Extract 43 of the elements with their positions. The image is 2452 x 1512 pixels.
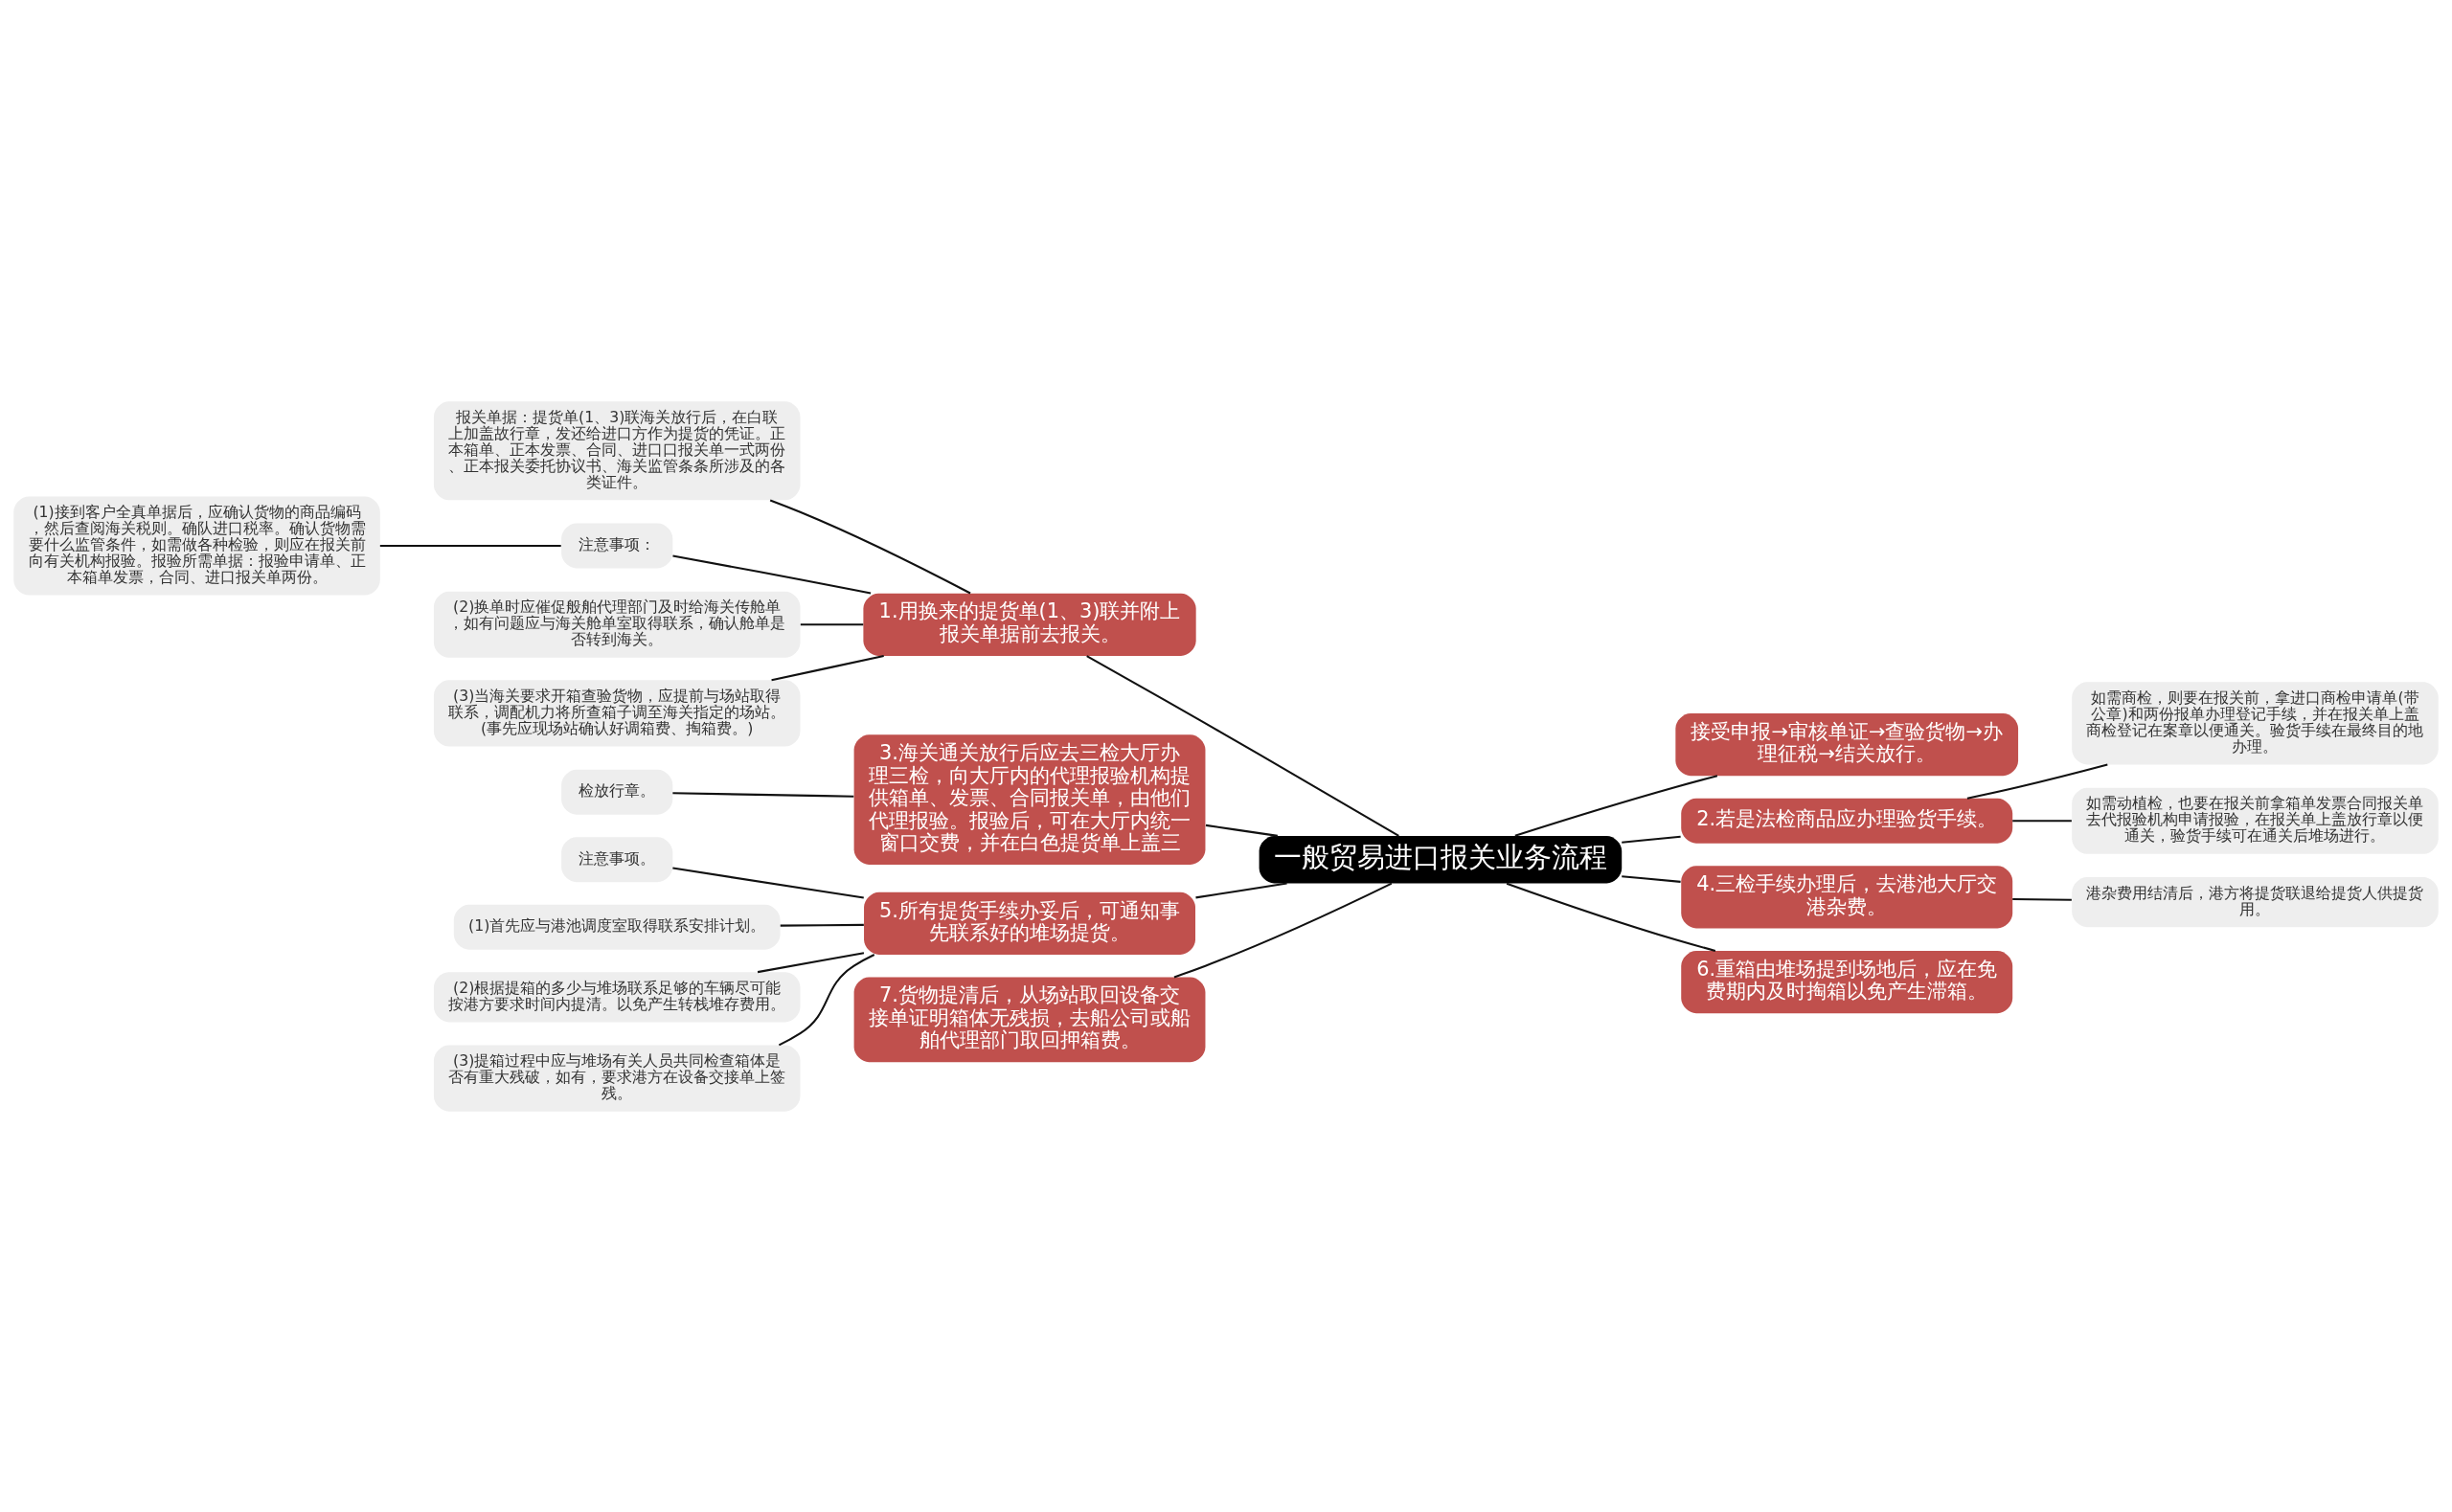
node-box: 5.所有提货手续办妥后，可通知事先联系好的堆场提货。	[864, 891, 1195, 955]
node-box: 检放行章。	[561, 769, 673, 815]
connector	[757, 951, 865, 973]
node-box: 4.三检手续办理后，去港池大厅交港杂费。	[1681, 865, 2013, 928]
connector	[1195, 882, 1287, 898]
connector	[672, 553, 872, 595]
connector	[1173, 882, 1393, 978]
node-box: (2)根据提箱的多少与堆场联系足够的车辆尽可能按港方要求时间内提清。以免产生转栈堆存费用。	[433, 971, 801, 1022]
node-box: 7.货物提清后，从场站取回设备交接单证明箱体无残损，去船公司或船舶代理部门取回押箱费。	[853, 976, 1206, 1062]
connector	[771, 654, 884, 681]
connector	[1086, 654, 1399, 837]
node-box: 1.用换来的提货单(1、3)联并附上报关单据前去报关。	[863, 593, 1196, 656]
connector	[1506, 882, 1716, 952]
node-box: 接受申报→审核单证→查验货物→办理征税→结关放行。	[1675, 712, 2019, 776]
node-box: 3.海关通关放行后应去三检大厅办理三检，向大厅内的代理报验机构提供箱单、发票、合同报关单，由他们代理报验。报验后，可在大厅内统一窗口交费，并在白色提货单上盖三	[853, 733, 1206, 865]
connector	[1205, 824, 1278, 837]
node-box: 如需动植检，也要在报关前拿箱单发票合同报关单去代报验机构申请报验，在报关单上盖放行章以便通关，验货手续可在通关后堆场进行。	[2072, 787, 2439, 854]
node-box: (2)换单时应催促般舶代理部门及时给海关传舱单，如有问题应与海关舱单室取得联系，确认舱单是否转到海关。	[433, 591, 801, 658]
node-box: (1)首先应与港池调度室取得联系安排计划。	[453, 904, 781, 950]
connector	[379, 544, 561, 547]
connector	[2012, 819, 2072, 822]
connector	[1514, 774, 1718, 837]
connector	[800, 622, 864, 625]
connector	[1966, 763, 2108, 800]
connector	[672, 867, 864, 899]
node-box: (3)当海关要求开箱查验货物，应提前与场站取得联系，调配机力将所查箱子调至海关指定的场站。(事先应现场站确认好调箱费、掏箱费。)	[433, 679, 801, 747]
node-box: 一般贸易进口报关业务流程	[1259, 835, 1623, 883]
node-box: 港杂费用结清后，港方将提货联退给提货人供提货用。	[2072, 876, 2439, 927]
node-box: 报关单据：提货单(1、3)联海关放行后，在白联上加盖故行章，发还给进口方作为提货的凭证。正本箱单、正本发票、合同、进口口报关单一式两份、正本报关委托协议书、海关监管条条所涉及的各类证件。	[433, 400, 801, 500]
node-box: 6.重箱由堆场提到场地后，应在免费期内及时掏箱以免产生滞箱。	[1681, 950, 2013, 1013]
connector	[1622, 835, 1681, 844]
connector	[780, 923, 864, 927]
node-box: 如需商检，则要在报关前，拿进口商检申请单(带公章)和两份报单办理登记手续，并在报关单上盖商检登记在案章以便通关。验货手续在最终目的地办理。	[2072, 681, 2439, 764]
node-box: 2.若是法检商品应办理验货手续。	[1681, 798, 2013, 844]
connector	[1622, 874, 1681, 883]
connector	[672, 791, 854, 798]
node-box: (3)提箱过程中应与堆场有关人员共同检查箱体是否有重大残破，如有，要求港方在设备交接单上签残。	[433, 1045, 801, 1112]
connector	[778, 953, 875, 1046]
connector	[769, 498, 971, 594]
node-box: 注意事项。	[561, 836, 673, 882]
node-box: (1)接到客户全真单据后，应确认货物的商品编码，然后查阅海关税则。确队进口税率。确认货物需要什么监管条件，如需做各种检验，则应在报关前向有关机构报验。报验所需单据：报验申请单、正本箱单发票，合同、进口报关单两份。	[13, 495, 380, 596]
connector	[2012, 897, 2072, 901]
node-box: 注意事项：	[561, 523, 673, 568]
